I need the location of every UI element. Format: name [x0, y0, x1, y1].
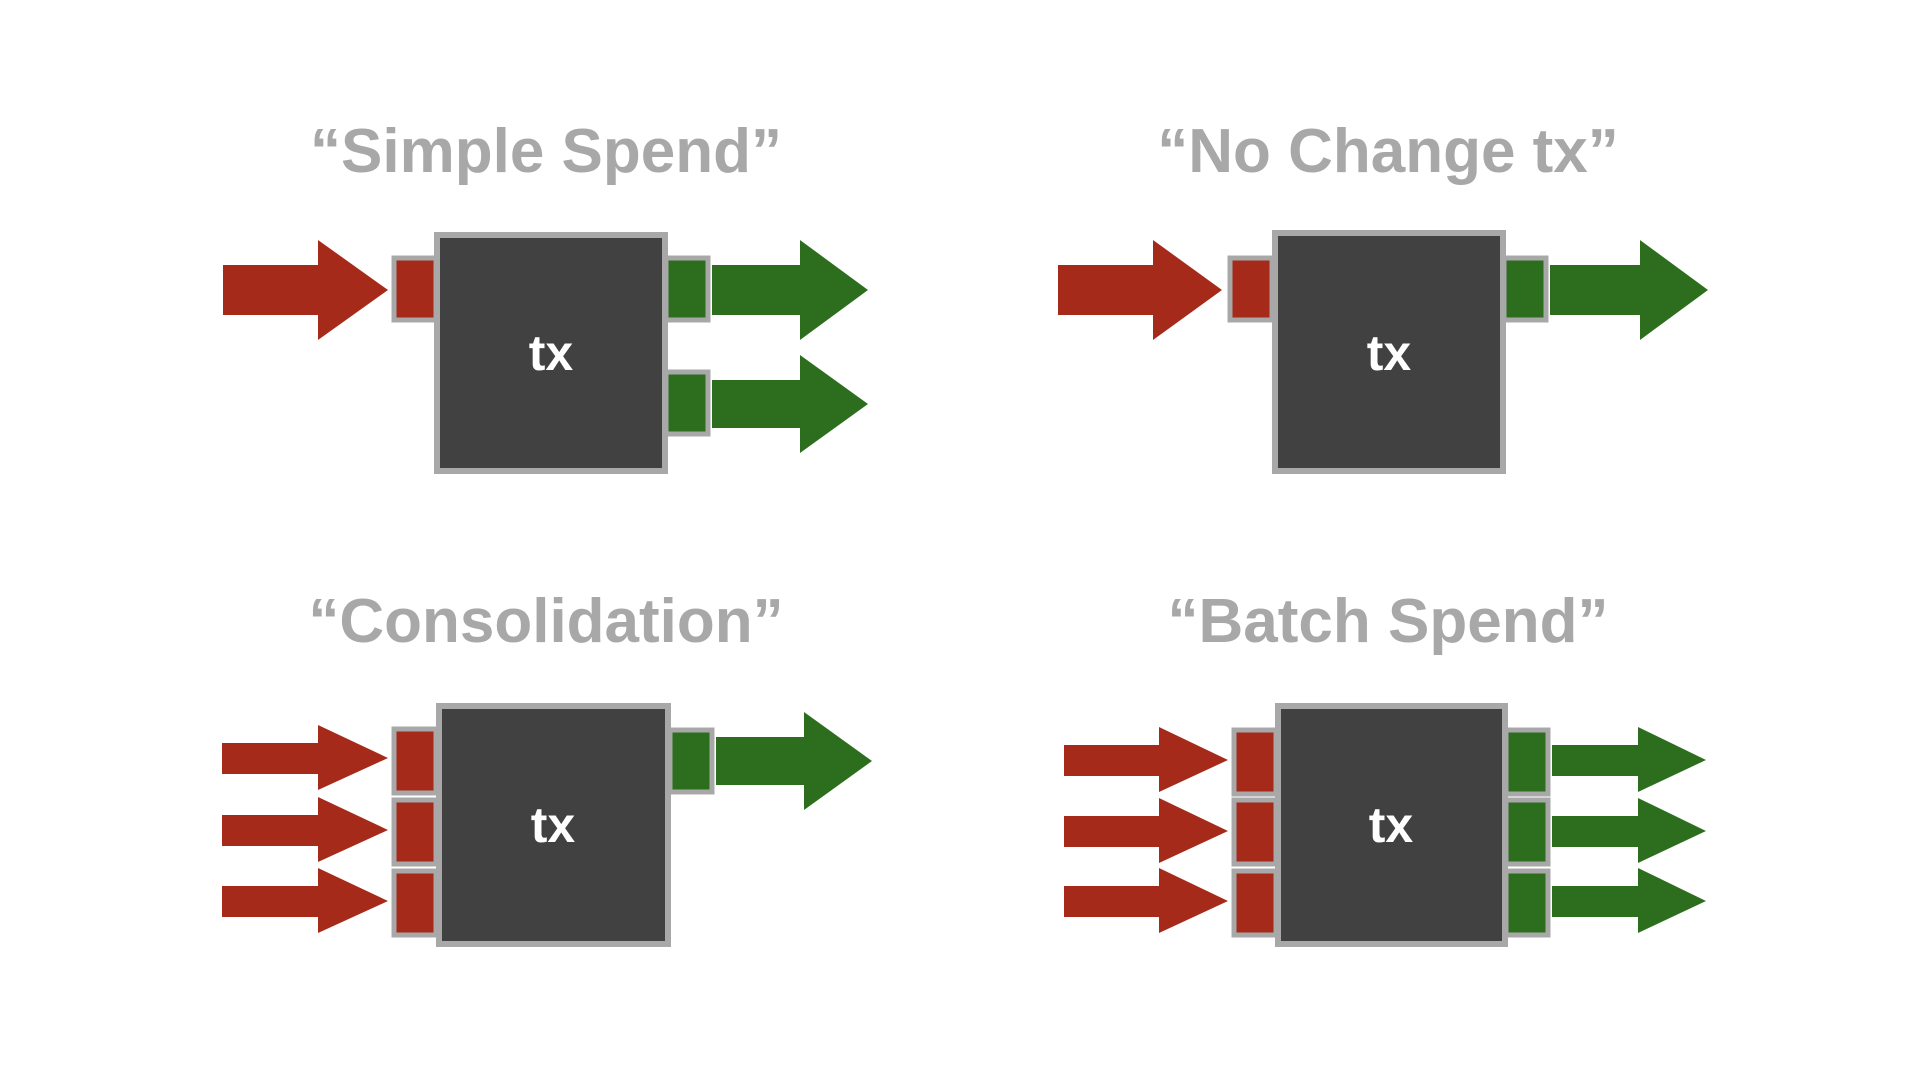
output-arrow: [1552, 868, 1706, 933]
tx-box: [436, 703, 671, 947]
input-port: [391, 255, 439, 323]
tx-box: [1272, 230, 1506, 474]
tx-box: [434, 232, 668, 474]
panel-batch-spend: “Batch Spend” tx: [1064, 587, 1706, 947]
tx-label: tx: [1369, 797, 1414, 853]
output-port: [663, 255, 711, 323]
panel-title: “Consolidation”: [308, 587, 783, 656]
panel-title: “No Change tx”: [1157, 117, 1619, 186]
output-arrow: [1552, 727, 1706, 792]
tx-label: tx: [1367, 325, 1412, 381]
panel-title: “Simple Spend”: [310, 117, 782, 186]
output-port: [1503, 797, 1551, 867]
panel-consolidation: “Consolidation” tx: [222, 587, 872, 947]
output-arrow: [716, 712, 872, 810]
input-arrow: [1064, 727, 1228, 792]
input-port: [1227, 255, 1275, 323]
input-arrow: [1058, 240, 1222, 340]
output-arrow: [1552, 798, 1706, 863]
output-arrow: [712, 355, 868, 453]
input-port: [391, 726, 439, 796]
output-arrow: [712, 240, 868, 340]
output-port: [1501, 255, 1549, 323]
tx-label: tx: [529, 325, 574, 381]
panel-title: “Batch Spend”: [1168, 587, 1609, 656]
output-port: [1503, 727, 1551, 797]
input-port: [391, 797, 439, 867]
input-arrow: [1064, 868, 1228, 933]
output-port: [667, 727, 715, 795]
input-arrow: [222, 797, 388, 862]
tx-label: tx: [531, 797, 576, 853]
input-port: [1231, 868, 1279, 938]
output-arrow: [1550, 240, 1708, 340]
output-port: [663, 369, 711, 437]
input-arrow: [1064, 798, 1228, 863]
input-port: [391, 868, 439, 938]
input-arrow: [222, 868, 388, 933]
input-port: [1231, 797, 1279, 867]
tx-box: [1275, 703, 1508, 947]
input-arrow: [223, 240, 388, 340]
input-port: [1231, 727, 1279, 797]
output-port: [1503, 868, 1551, 938]
panel-simple-spend: “Simple Spend” tx: [223, 117, 868, 474]
input-arrow: [222, 725, 388, 790]
panel-no-change-tx: “No Change tx” tx: [1058, 117, 1708, 474]
